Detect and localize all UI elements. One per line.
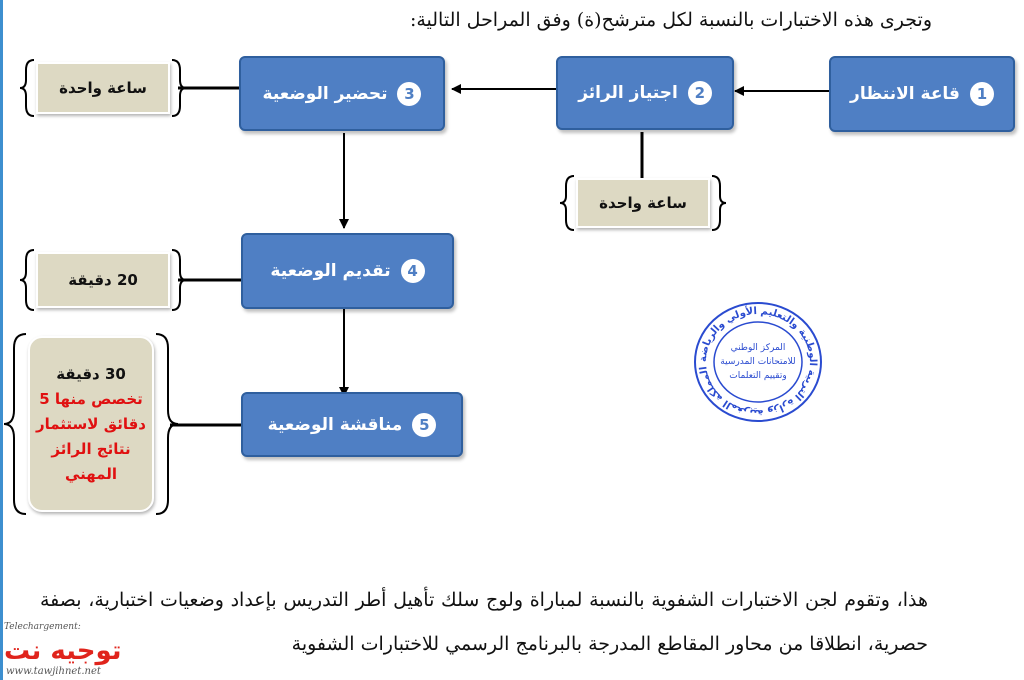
stage-number-badge: 3 <box>397 81 422 106</box>
stage-3-prepare: 3 تحضير الوضعية <box>239 56 445 131</box>
stage-label: قاعة الانتظار <box>850 84 960 104</box>
brace-test <box>559 175 575 231</box>
duration-prep: ساعة واحدة <box>36 62 170 114</box>
duration-discussion: 30 دقيقة تخصص منها 5 دقائق لاستثمار نتائ… <box>28 336 154 512</box>
watermark-logo: توجيه نت <box>4 636 122 666</box>
duration-note-line: تخصص منها 5 <box>39 389 143 408</box>
stage-1-waiting-room: 1 قاعة الانتظار <box>829 56 1015 132</box>
stamp-line: المركز الوطني <box>731 343 786 353</box>
stage-label: اجتياز الرائز <box>578 83 678 103</box>
stamp-line: وتقييم التعلمات <box>729 371 786 381</box>
stage-2-test: 2 اجتياز الرائز <box>556 56 734 130</box>
brace-present <box>19 249 35 311</box>
stage-4-present: 4 تقديم الوضعية <box>241 233 454 309</box>
duration-test: ساعة واحدة <box>576 178 710 228</box>
watermark-url: www.tawjihnet.net <box>6 666 101 677</box>
stage-label: مناقشة الوضعية <box>267 414 403 435</box>
stage-label: تقديم الوضعية <box>270 261 391 281</box>
brace-test-right <box>711 175 727 231</box>
stage-number-badge: 1 <box>969 82 994 106</box>
left-border-rule <box>0 0 3 680</box>
duration-main: 30 دقيقة <box>56 364 126 383</box>
official-stamp-icon: المملكة المغربية وزارة التربية الوطنية و… <box>694 302 822 422</box>
brace-discussion-right <box>155 333 179 515</box>
brace-prep <box>19 59 35 117</box>
stage-number-badge: 2 <box>687 81 712 105</box>
stage-label: تحضير الوضعية <box>262 83 388 104</box>
stage-number-badge: 5 <box>412 412 437 437</box>
brace-present-right <box>171 249 187 311</box>
stage-5-discuss: 5 مناقشة الوضعية <box>241 392 463 457</box>
intro-text: وتجرى هذه الاختبارات بالنسبة لكل مترشح(ة… <box>409 9 932 31</box>
brace-discussion <box>3 333 27 515</box>
stamp-line: للامتحانات المدرسية <box>720 357 795 367</box>
duration-note-line: المهني <box>64 464 118 483</box>
duration-note-line: دقائق لاستثمار <box>35 414 147 433</box>
stage-number-badge: 4 <box>400 259 425 283</box>
duration-present: 20 دقيقة <box>36 252 170 308</box>
footer-paragraph: هذا، وتقوم لجن الاختبارات الشفوية بالنسب… <box>40 589 928 655</box>
brace-prep-right <box>171 59 187 117</box>
duration-note-line: نتائج الرائز <box>51 439 131 458</box>
watermark-tag: Telechargement: <box>4 622 81 632</box>
